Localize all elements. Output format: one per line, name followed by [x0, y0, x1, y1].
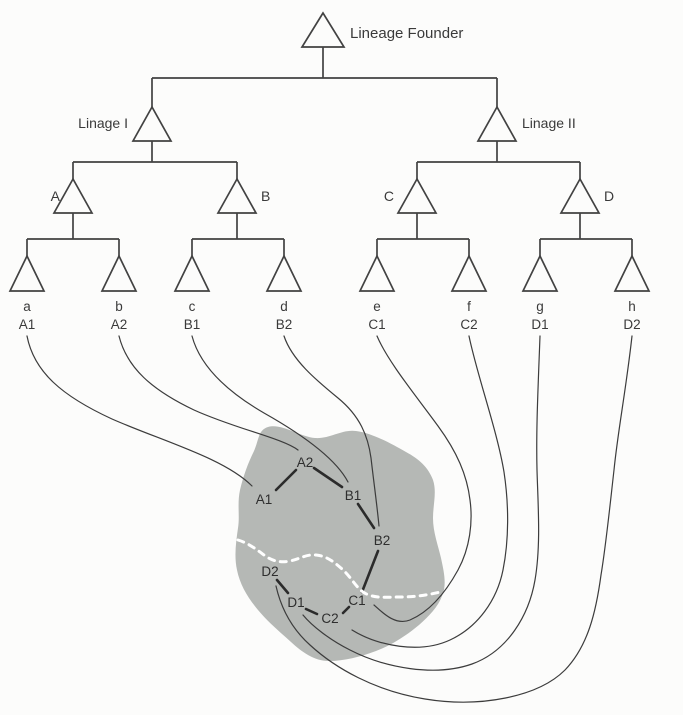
leaf-e-triangle [358, 254, 396, 292]
leaf-e-code: C1 [368, 317, 385, 332]
clade-a-triangle [52, 177, 94, 214]
leaf-h-triangle [613, 254, 651, 292]
dashed-divider [236, 538, 442, 599]
network-node-b2: B2 [374, 533, 391, 548]
leaf-h: h D2 [613, 254, 651, 332]
edge-a2-b1 [312, 466, 344, 489]
clade-b-triangle [216, 177, 258, 214]
lineage2-label: Linage II [522, 115, 576, 131]
gene-flow-curves [26, 335, 633, 703]
leaf-h-code: D2 [623, 317, 640, 332]
leaf-c-code: B1 [184, 317, 201, 332]
gene-flow-curve-c2 [351, 335, 509, 648]
leaf-c-letter: c [189, 299, 196, 314]
tree-connectors [26, 47, 633, 256]
leaf-d-letter: d [280, 299, 288, 314]
leaf-d: d B2 [265, 254, 303, 332]
network-node-d2: D2 [261, 564, 278, 579]
leaf-f-letter: f [467, 299, 471, 314]
leaf-f: f C2 [450, 254, 488, 332]
leaf-a-code: A1 [19, 317, 36, 332]
clade-c-triangle [396, 177, 438, 214]
gene-flow-curve-a1 [26, 335, 253, 487]
lineage1-triangle [131, 105, 173, 142]
leaf-b: b A2 [100, 254, 138, 332]
clade-c-label: C [384, 188, 394, 204]
leaf-d-triangle [265, 254, 303, 292]
network-node-c1: C1 [348, 593, 365, 608]
gene-flow-curve-b1 [191, 335, 349, 483]
founder-triangle [300, 11, 346, 48]
leaf-g: g D1 [521, 254, 559, 332]
network-node-a2: A2 [297, 455, 314, 470]
network-node-b1: B1 [345, 488, 362, 503]
leaf-g-letter: g [536, 299, 544, 314]
clade-d-label: D [604, 188, 614, 204]
clade-d-triangle [559, 177, 601, 214]
leaf-h-letter: h [628, 299, 636, 314]
leaf-b-code: A2 [111, 317, 128, 332]
edge-d1-c2 [304, 607, 319, 616]
leaf-f-code: C2 [460, 317, 477, 332]
leaf-a-letter: a [23, 299, 31, 314]
leaf-a-triangle [8, 254, 46, 292]
lineage2-triangle [476, 105, 518, 142]
leaf-g-triangle [521, 254, 559, 292]
gene-flow-curve-c1 [373, 335, 472, 622]
edge-b2-c1 [360, 549, 380, 594]
edge-a1-a2 [274, 468, 298, 492]
leaf-e-letter: e [373, 299, 381, 314]
founder-label: Lineage Founder [350, 25, 463, 42]
gene-flow-curve-a2 [118, 335, 299, 451]
gene-flow-curve-b2 [283, 335, 380, 527]
leaf-a: a A1 [8, 254, 46, 332]
leaf-d-code: B2 [276, 317, 293, 332]
leaf-c-triangle [173, 254, 211, 292]
leaf-b-triangle [100, 254, 138, 292]
leaf-e: e C1 [358, 254, 396, 332]
network-node-c2: C2 [321, 611, 338, 626]
leaf-c: c B1 [173, 254, 211, 332]
edge-b1-b2 [356, 502, 376, 530]
network-node-labels: A1 A2 B1 B2 C1 C2 D1 D2 [256, 455, 391, 626]
leaf-b-letter: b [115, 299, 123, 314]
lineage1-label: Linage I [78, 115, 128, 131]
edge-d2-d1 [275, 578, 290, 595]
clade-a-label: A [51, 188, 61, 204]
hybrid-zone-blob [235, 426, 445, 661]
network-node-d1: D1 [287, 595, 304, 610]
leaf-g-code: D1 [531, 317, 548, 332]
gene-flow-curve-d2 [275, 335, 633, 703]
leaf-f-triangle [450, 254, 488, 292]
network-edges [274, 466, 380, 616]
clade-b-label: B [261, 188, 270, 204]
network-node-a1: A1 [256, 492, 273, 507]
gene-flow-curve-d1 [302, 335, 541, 671]
edge-c2-c1 [341, 605, 351, 615]
